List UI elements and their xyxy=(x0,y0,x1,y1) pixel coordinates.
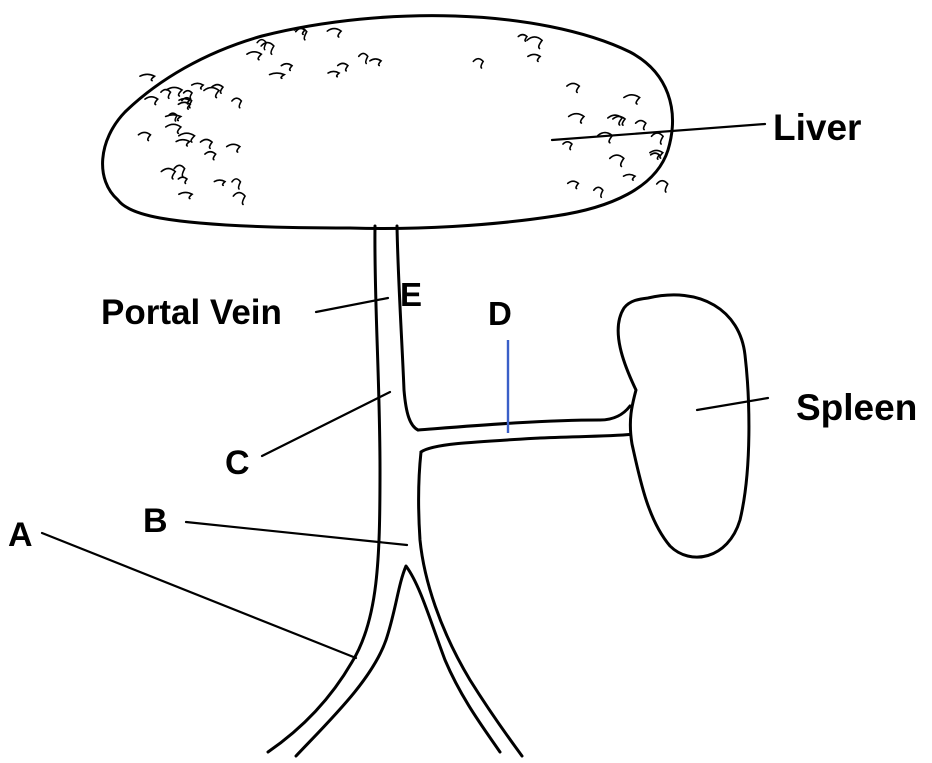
splenic-vein-lower xyxy=(421,434,634,452)
a-label: A xyxy=(8,516,33,554)
portal-vein-system xyxy=(268,226,634,756)
c-label: C xyxy=(225,444,250,482)
e-label: E xyxy=(400,276,422,313)
vein-right-upper-wall xyxy=(397,226,418,430)
spleen-label: Spleen xyxy=(796,387,917,428)
splenic-vein-upper xyxy=(418,406,630,430)
vein-fork-inner xyxy=(296,566,500,756)
b-leader xyxy=(186,522,407,545)
liver-outline xyxy=(103,16,673,229)
a-leader xyxy=(42,533,356,658)
liver-label: Liver xyxy=(773,107,861,148)
spleen xyxy=(618,295,749,557)
liver xyxy=(103,16,673,229)
c-leader xyxy=(262,392,390,456)
vein-left-wall xyxy=(268,226,380,752)
liver-texture-stroke xyxy=(140,74,155,80)
portal-vein-label: Portal Vein xyxy=(101,293,282,332)
liver-texture-stroke xyxy=(657,181,668,192)
d-label: D xyxy=(488,295,512,332)
b-label: B xyxy=(143,502,168,540)
